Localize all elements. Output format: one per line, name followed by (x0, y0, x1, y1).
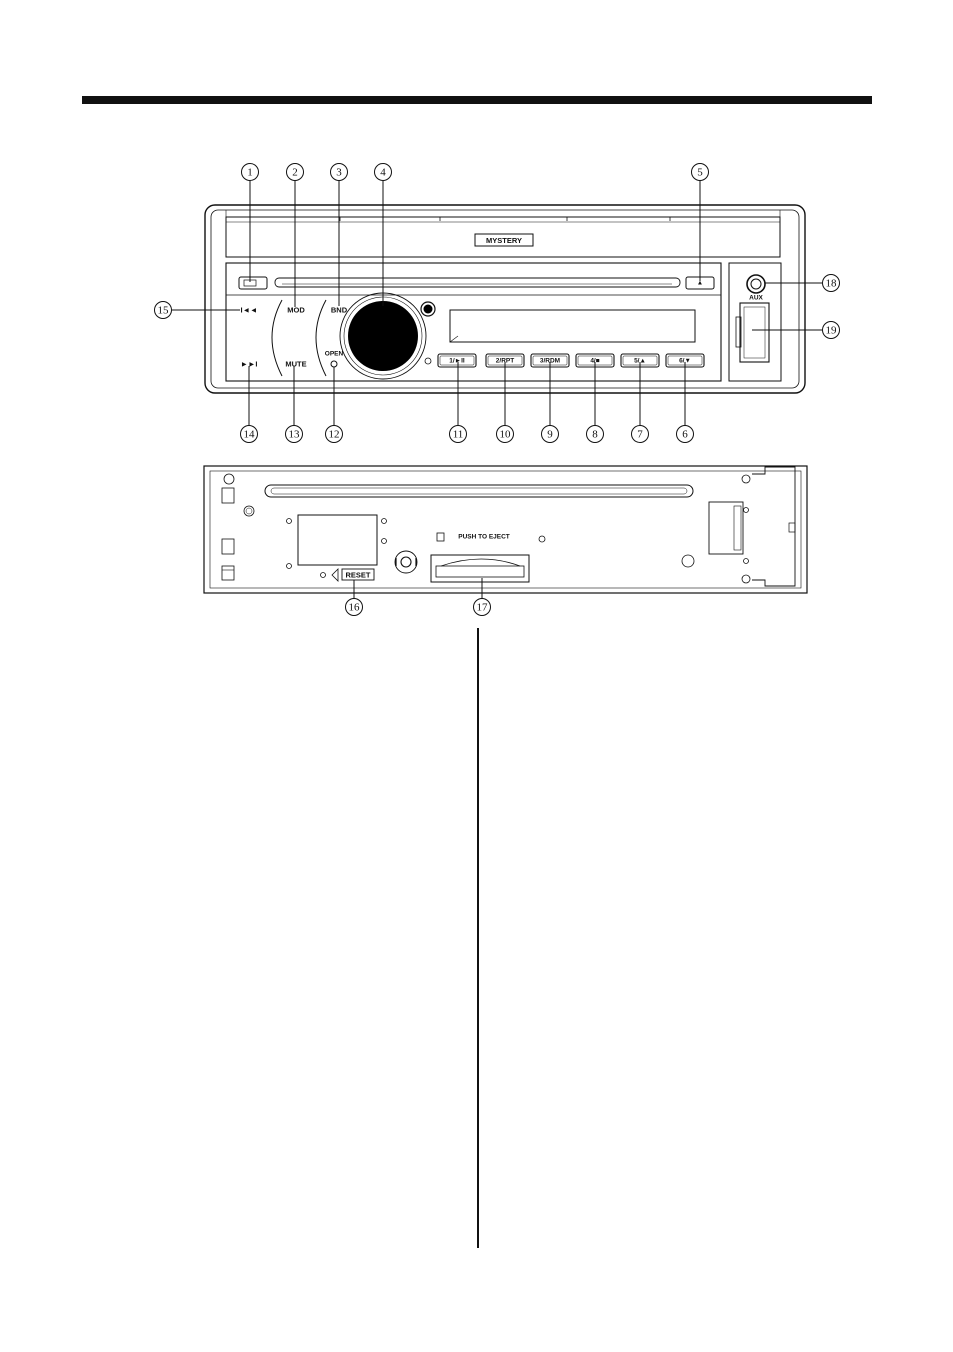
display-window (450, 310, 695, 342)
callout-number: 8 (592, 429, 598, 441)
callout-number: 4 (380, 167, 386, 179)
callout-number: 19 (826, 325, 838, 337)
callout-number: 9 (547, 429, 553, 441)
callout-number: 11 (453, 429, 464, 441)
volume-knob[interactable] (348, 301, 418, 371)
push-to-eject-label: PUSH TO EJECT (458, 534, 510, 541)
callout-number: 14 (244, 429, 256, 441)
release-button[interactable] (239, 277, 267, 289)
callout-number: 1 (247, 167, 253, 179)
ir-sensor-icon (424, 305, 433, 314)
brand-logo: MYSTERY (486, 236, 522, 245)
callout-number: 15 (158, 305, 170, 317)
callout-number: 10 (500, 429, 512, 441)
bnd-button[interactable]: BND (331, 306, 348, 315)
car-stereo-diagram: MYSTERY ▲ I◄◄ ►►I MOD MUTE BND OPEN (0, 0, 953, 700)
open-label: OPEN (325, 351, 344, 358)
reset-button[interactable]: RESET (345, 571, 370, 580)
mute-button[interactable]: MUTE (285, 360, 306, 369)
callout-number: 18 (826, 278, 838, 290)
prev-track-button[interactable]: I◄◄ (241, 306, 258, 315)
callout-number: 17 (477, 602, 489, 614)
open-button[interactable] (331, 361, 337, 367)
callout-number: 6 (682, 429, 688, 441)
aux-label: AUX (749, 295, 763, 302)
callout-number: 5 (697, 167, 703, 179)
callout-number: 13 (289, 429, 301, 441)
column-divider (477, 628, 479, 1248)
usb-slot[interactable] (740, 303, 769, 362)
callout-number: 2 (292, 167, 298, 179)
mod-button[interactable]: MOD (287, 306, 305, 315)
callout-number: 7 (637, 429, 643, 441)
callout-number: 3 (336, 167, 342, 179)
rear-panel: RESET PUSH TO EJECT (204, 466, 807, 593)
callout-number: 12 (329, 429, 340, 441)
callout-number: 16 (349, 602, 361, 614)
preset-button-label: 1/►II (449, 358, 465, 365)
